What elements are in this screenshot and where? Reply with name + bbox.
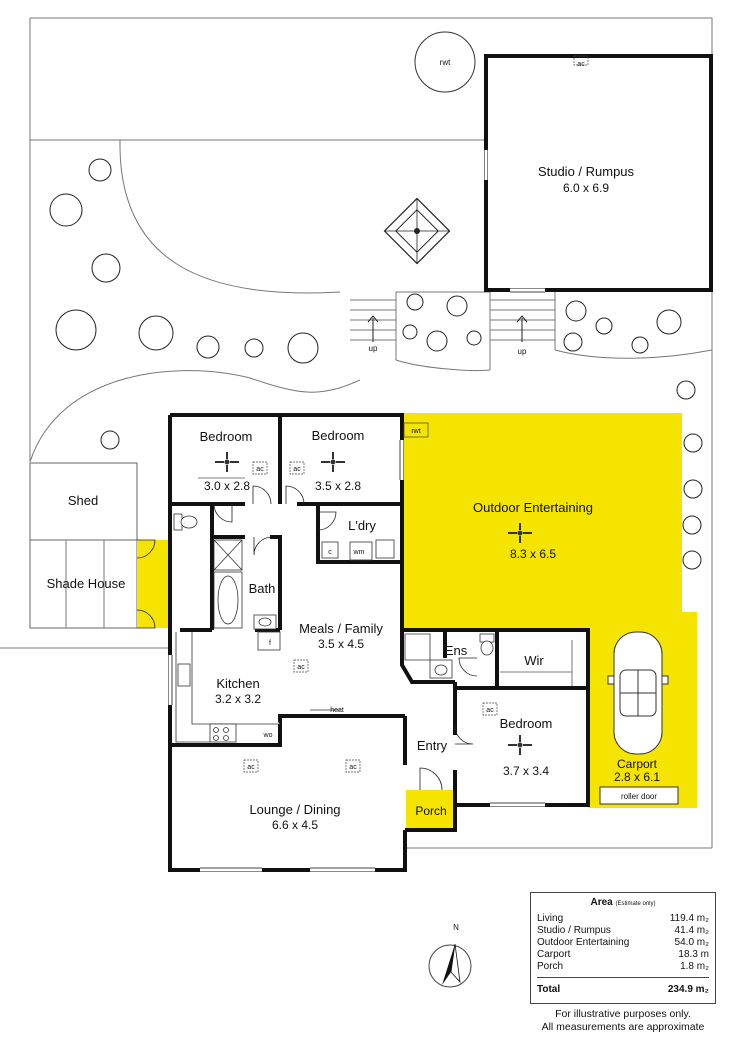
carport-name: Carport [617,757,658,771]
area-summary-panel: Area (Estimate only) Living 119.4 m₂ Stud… [530,892,716,1004]
bedroom2-name: Bedroom [312,428,365,443]
studio-rumpus [484,54,713,292]
bedroom2-dim: 3.5 x 2.8 [315,479,361,493]
meals-name: Meals / Family [299,621,383,636]
ac-markers [243,55,589,773]
disclaimer: For illustrative purposes only. All meas… [505,1008,741,1034]
steps-left [350,299,396,342]
shade-house-name: Shade House [47,576,126,591]
kitchen-name: Kitchen [216,676,259,691]
area-row-label: Living [537,913,564,924]
area-row-value: 119.4 m₂ [669,913,709,924]
shade-house [29,539,138,629]
north-label: N [453,923,459,932]
area-row-value: 18.3 m [678,949,709,960]
bath-name: Bath [249,581,276,596]
robes [198,477,573,686]
area-row-value: 1.8 m₂ [680,961,709,972]
up-label-left: up [369,344,378,353]
area-row: Outdoor Entertaining 54.0 m₂ [537,937,709,949]
car-outline [607,631,669,755]
lounge-dim: 6.6 x 4.5 [272,818,318,832]
house-walls [168,413,590,872]
studio-dim: 6.0 x 6.9 [563,181,609,195]
area-row: Living 119.4 m₂ [537,913,709,925]
disclaimer-line-1: For illustrative purposes only. [555,1008,691,1020]
wall-oven-label: wo [263,732,273,739]
property-boundary [0,17,713,849]
area-total-label: Total [537,984,561,995]
rainwater-tank [414,31,476,93]
carport-dim: 2.8 x 6.1 [614,770,660,784]
lounge-name: Lounge / Dining [249,802,340,817]
porch-name: Porch [415,804,446,818]
area-row-label: Studio / Rumpus [537,925,611,936]
area-row-value: 41.4 m₂ [674,925,709,936]
outdoor-dim: 8.3 x 6.5 [510,547,556,561]
area-row: Porch 1.8 m₂ [537,961,709,973]
bed1-ac: ac [256,466,264,473]
c-label: c [328,549,332,556]
gazebo [383,197,451,265]
area-row-value: 54.0 m₂ [674,937,709,948]
meals-ac: ac [297,664,305,671]
bed2-ac: ac [293,466,301,473]
area-title: Area (Estimate only) [531,897,715,908]
area-total-row: Total 234.9 m₂ [537,977,709,995]
north-compass [428,943,472,988]
windows [168,150,545,872]
area-row: Carport 18.3 m [537,949,709,961]
up-label-right: up [518,347,527,356]
bedroom3-name: Bedroom [500,716,553,731]
bathroom-fixtures [173,513,495,679]
shade-walkway [137,540,170,628]
roller-door [599,786,679,805]
bedroom3-dim: 3.7 x 3.4 [503,764,549,778]
wir-name: Wir [524,653,544,668]
wm-label: wm [353,549,365,556]
bedroom1-name: Bedroom [200,429,253,444]
ceiling-fans [215,452,532,755]
lounge-ac-2: ac [349,764,357,771]
kitchen-dim: 3.2 x 3.2 [215,692,261,706]
roller-door-label: roller door [621,792,657,801]
area-total-value: 234.9 m₂ [667,984,709,995]
ensuite-name: Ens [445,643,468,658]
rwt-label: rwt [440,58,451,67]
area-rows: Living 119.4 m₂ Studio / Rumpus 41.4 m₂ Ou… [537,913,709,973]
outdoor-rwt-label: rwt [411,428,420,435]
laundry-name: L'dry [348,518,376,533]
area-row-label: Carport [537,949,571,960]
trees [49,158,703,570]
area-row-label: Porch [537,961,564,972]
steps-right [490,299,555,342]
entry-name: Entry [417,738,448,753]
lounge-ac-1: ac [247,764,255,771]
kitchen-bench [175,631,340,743]
meals-dim: 3.5 x 4.5 [318,637,364,651]
shed-name: Shed [68,493,98,508]
bed3-ac: ac [486,707,494,714]
porch-area [406,790,455,830]
area-title-text: Area [590,897,613,908]
studio-name: Studio / Rumpus [538,164,635,179]
bedroom1-dim: 3.0 x 2.8 [204,479,250,493]
door-arcs [136,485,478,791]
area-row-label: Outdoor Entertaining [537,937,630,948]
area-note: (Estimate only) [615,901,656,907]
outdoor-rwt-box [403,422,429,438]
disclaimer-line-2: All measurements are approximate [541,1021,705,1033]
area-row: Studio / Rumpus 41.4 m₂ [537,925,709,937]
outdoor-name: Outdoor Entertaining [473,500,593,515]
fridge-label: f [269,640,271,647]
studio-ac-label: ac [577,61,585,68]
heater-label: heat [330,707,344,714]
